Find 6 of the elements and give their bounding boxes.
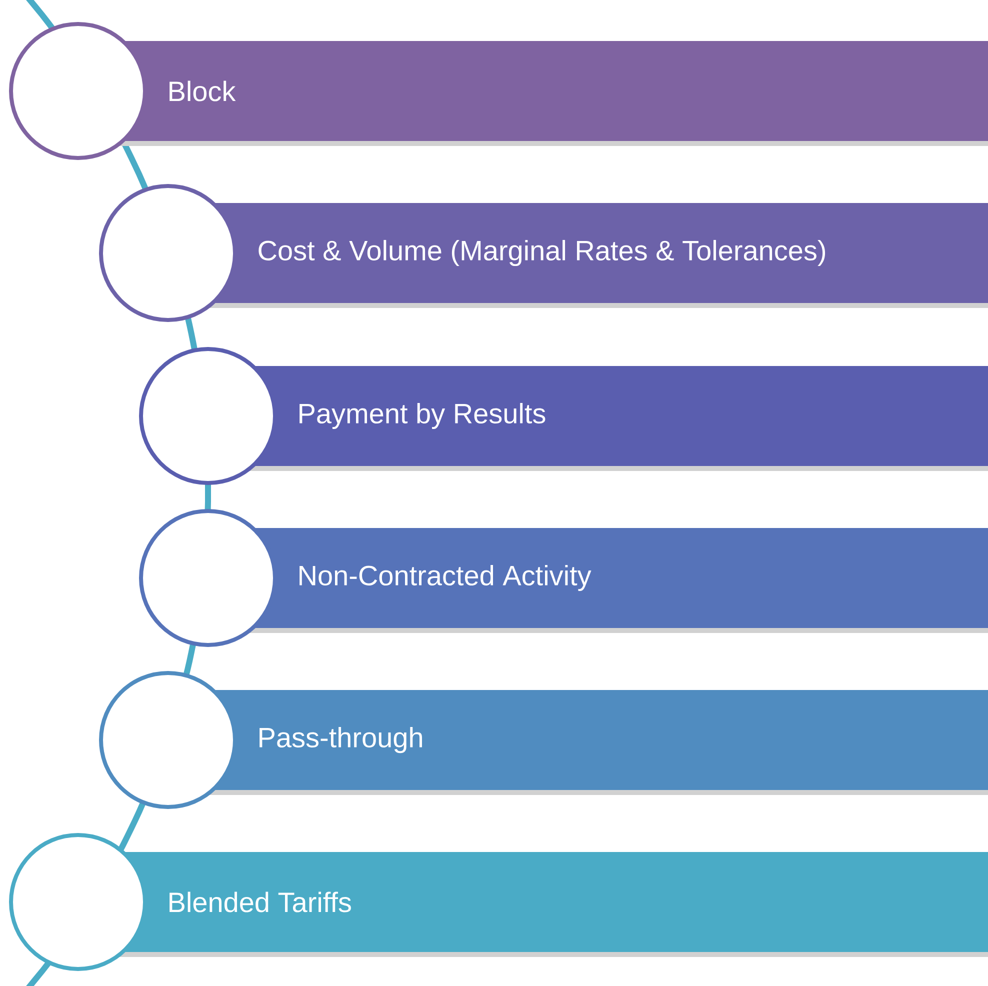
step-bar: Non-Contracted Activity — [139, 509, 988, 647]
step-bar: Blended Tariffs — [9, 833, 988, 971]
step-bar: Payment by Results — [139, 347, 988, 485]
step-bar: Block — [9, 22, 988, 160]
step-bar: Cost & Volume (Marginal Rates & Tolerances) — [99, 184, 988, 322]
step-bar: Pass-through — [99, 671, 988, 809]
